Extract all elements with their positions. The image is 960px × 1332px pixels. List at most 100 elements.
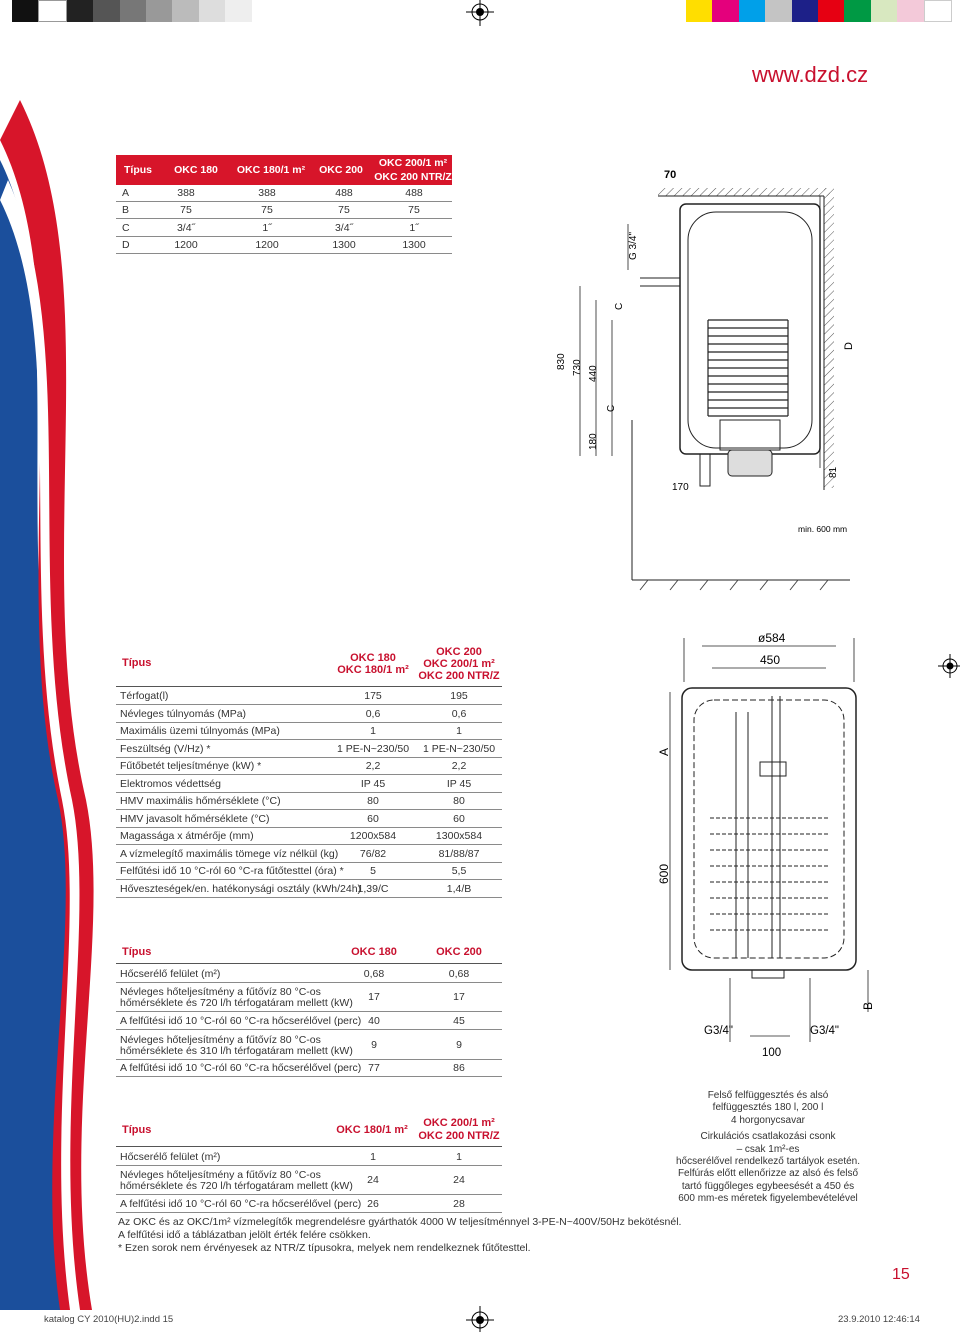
table2-cell-col2: 1,4/B	[446, 882, 472, 895]
table2-cell-col1: 2,2	[365, 760, 381, 772]
table4-header-rule	[116, 1146, 502, 1147]
table1-header-okc200-ntrz: OKC 200 NTR/Z	[374, 171, 452, 183]
note-line-1: Az OKC és az OKC/1m² vízmelegítők megren…	[118, 1216, 682, 1228]
table2-cell-col1: IP 45	[360, 777, 386, 790]
table3-header-okc180: OKC 180	[351, 946, 397, 958]
table1-cell: 75	[261, 204, 273, 217]
table4-cell-col2: 24	[453, 1174, 465, 1186]
table4-row-label: A felfűtési idő 10 °C-ról 60 °C-ra hőcse…	[120, 1198, 362, 1210]
table3-cell-okc200: 45	[453, 1015, 465, 1027]
table1-header: Típus OKC 180 OKC 180/1 m² OKC 200 OKC 2…	[116, 155, 452, 185]
table1-cell: 388	[258, 187, 276, 199]
table1-cell: 1200	[174, 238, 198, 251]
printer-registration-bar-left	[12, 0, 279, 22]
table3-row-rule	[116, 1029, 502, 1030]
table3-row-rule	[116, 982, 502, 983]
table1-header-okc200-1m2: OKC 200/1 m²	[378, 157, 448, 169]
table3-cell-okc180: 17	[368, 991, 380, 1003]
table3-cell-okc180: 77	[368, 1062, 380, 1074]
note-line-2: A felfűtési idő a táblázatban jelölt ért…	[118, 1229, 371, 1241]
side-note-8: tartó függőleges egybeesését a 450 és	[681, 1180, 855, 1192]
table2-cell-col2: 1 PE-N~230/50	[422, 742, 496, 755]
table2-row-rule	[116, 756, 502, 758]
table3-cell-okc200: 86	[453, 1062, 465, 1074]
table2-cell-col1: 80	[367, 795, 379, 807]
table2-cell-col2: 1	[456, 725, 462, 737]
table2-row-label: Magassága x átmérője (mm)	[120, 830, 254, 842]
side-note-5: – csak 1m²-es	[736, 1143, 800, 1155]
table2-cell-col1: 1 PE-N~230/50	[336, 742, 410, 755]
table3-cell-okc180: 40	[368, 1015, 380, 1027]
table2-header-col2b: OKC 200/1 m²	[423, 658, 495, 670]
table2-row-rule	[116, 861, 502, 863]
table3-header-tipus: Típus	[122, 946, 152, 958]
crosshair-icon	[466, 0, 494, 26]
dim-label-600: 600	[657, 864, 671, 884]
dim-label-c-upper: C	[614, 303, 625, 310]
footer-date: 23.9.2010 12:46:14	[838, 1314, 920, 1325]
table2-row-label: Elektromos védettség	[120, 777, 221, 790]
table4-header-col2b: OKC 200 NTR/Z	[418, 1130, 500, 1142]
table2-cell-col1: 76/82	[359, 847, 387, 860]
table4-cell-col1: 24	[367, 1174, 379, 1186]
dim-label-g34-left: G3/4"	[704, 1025, 733, 1037]
crosshair-icon	[938, 654, 960, 678]
table1-cell: 388	[177, 187, 195, 199]
table1-cell: 488	[335, 187, 353, 199]
dim-label-170: 170	[672, 482, 689, 493]
footer-file: katalog CY 2010(HU)2.indd 15	[44, 1314, 174, 1325]
dim-label-c-lower: C	[606, 405, 617, 412]
table2-cell-col2: 81/88/87	[438, 847, 480, 860]
table2-row-rule	[116, 844, 502, 845]
table2-row-rule	[116, 739, 502, 740]
table2-row-label: HMV javasolt hőmérséklete (°C)	[120, 812, 270, 825]
page-number: 15	[892, 1266, 910, 1283]
table4-cell-col2: 1	[456, 1151, 462, 1163]
table3-cell-okc180: 9	[371, 1039, 377, 1051]
table2-header-tipus: Típus	[122, 657, 152, 669]
table2-cell-col2: 195	[450, 690, 468, 702]
table2-cell-col1: 60	[367, 812, 379, 825]
table2-row-label: Maximális üzemi túlnyomás (MPa)	[120, 725, 280, 737]
table2-cell-col2: 80	[453, 795, 465, 807]
table2-header-col2a: OKC 200	[436, 646, 482, 658]
dim-label-81: 81	[828, 466, 839, 478]
table2-row-rule	[116, 721, 502, 723]
side-note-1: Felső felfüggesztés és alsó	[707, 1090, 829, 1101]
table2-cell-col2: 60	[453, 812, 465, 825]
dim-label-b: B	[861, 1002, 875, 1010]
table2-row-label: HMV maximális hőmérséklete (°C)	[120, 795, 281, 807]
table2-cell-col2: 5,5	[451, 865, 467, 877]
front-view-diagram: ø584 450 A 600 B G3/4" G3/4" 100	[657, 631, 875, 1059]
side-note-2: felfüggesztés 180 l, 200 l	[712, 1102, 824, 1114]
table2-header-rule	[116, 686, 502, 687]
table1-cell: 75	[408, 204, 420, 217]
table2-header-col1a: OKC 180	[350, 652, 396, 664]
table1-cell: D	[122, 238, 130, 251]
side-note-4: Cirkulációs csatlakozási csonk	[700, 1131, 836, 1143]
table3-row-label: Névleges hőteljesítmény a fűtővíz 80 °C-…	[120, 1034, 321, 1046]
table1-row-rule	[116, 218, 452, 220]
dim-label-min-600: min. 600 mm	[798, 524, 847, 534]
table3-row-rule	[116, 1011, 502, 1012]
table4-row-rule	[116, 1212, 502, 1213]
side-notes: Felső felfüggesztés és alsó felfüggeszté…	[676, 1090, 860, 1206]
table1-cell: C	[122, 221, 130, 234]
table1-cell: 75	[180, 204, 192, 217]
table2-cell-col2: 1300x584	[435, 830, 483, 842]
table1-row-rule	[116, 201, 452, 202]
table1-cell: B	[122, 204, 130, 217]
table3-header-rule	[116, 963, 502, 964]
table3-row-label: A felfűtési idő 10 °C-ról 60 °C-ra hőcse…	[120, 1015, 362, 1027]
table2-cell-col1: 175	[364, 690, 382, 702]
table1-cell: 3/4˝	[334, 221, 354, 234]
table1-row-rule	[116, 235, 452, 237]
dim-label-100: 100	[762, 1047, 781, 1059]
table3-row-label: Névleges hőteljesítmény a fűtővíz 80 °C-…	[120, 986, 321, 998]
site-url[interactable]: www.dzd.cz	[752, 62, 869, 87]
table3-row-label-2: hőmérséklete és 310 l/h térfogatáram mel…	[120, 1045, 353, 1057]
table4-row-label-2: hőmérséklete és 720 l/h térfogatáram mel…	[120, 1180, 353, 1192]
table1-cell: 1300	[402, 238, 426, 251]
table2-cell-col2: 0,6	[451, 707, 467, 720]
dim-label-g34: G 3/4"	[628, 232, 639, 260]
